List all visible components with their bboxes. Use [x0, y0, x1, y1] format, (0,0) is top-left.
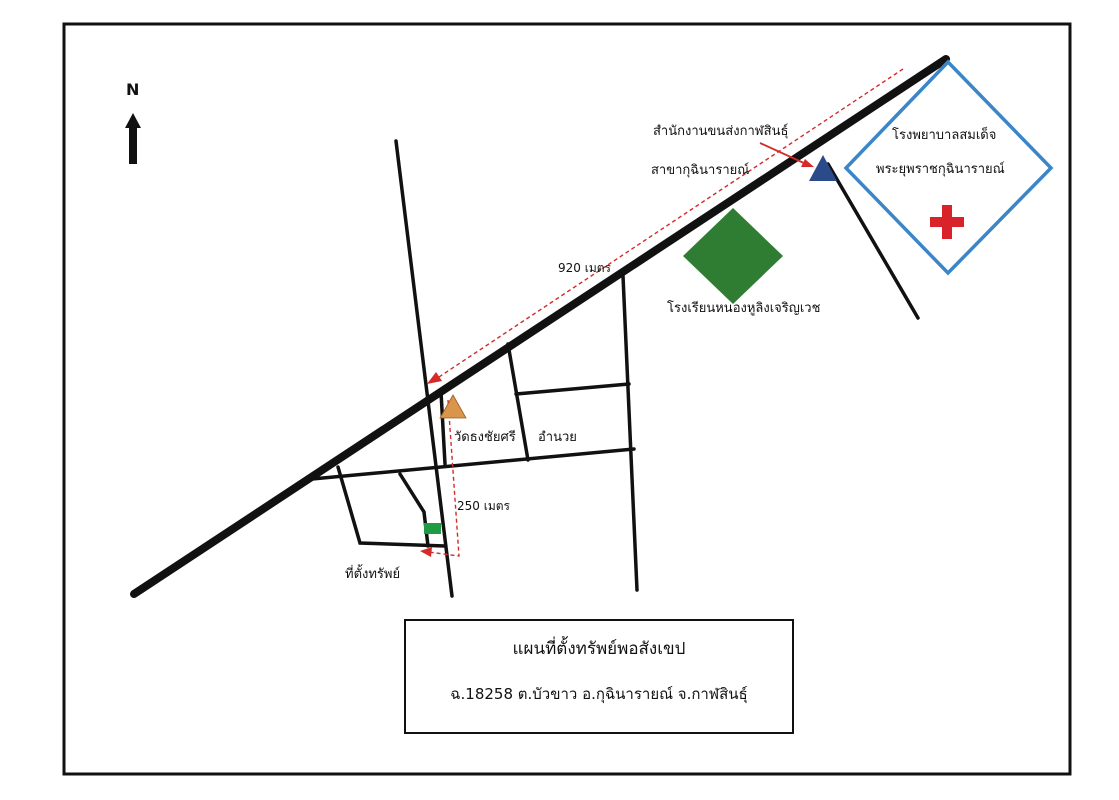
cross-icon: [930, 205, 964, 239]
property-label: ที่ตั้งทรัพย์: [345, 564, 400, 582]
hospital-diamond-outline: [843, 59, 1054, 276]
main-highway: [130, 55, 950, 598]
property-marker: [424, 523, 441, 534]
legend-box: แผนที่ตั้งทรัพย์พอสังเขป ฉ.18258 ต.บัวขา…: [404, 619, 794, 734]
local-roads: [310, 139, 920, 598]
north-arrow-icon: [125, 113, 141, 164]
hospital-marker: [843, 59, 1054, 276]
transport-office-label-line2: สาขากุฉินารายณ์: [651, 162, 749, 178]
temple-triangle-icon: [439, 394, 467, 419]
triangle-icon: [809, 155, 837, 181]
distance-side-label: 250 เมตร: [457, 499, 511, 513]
map-frame: [62, 22, 1072, 776]
legend-subtitle: ฉ.18258 ต.บัวขาว อ.กุฉินารายณ์ จ.กาฬสินธ…: [450, 685, 748, 703]
legend-title: แผนที่ตั้งทรัพย์พอสังเขป: [512, 639, 686, 659]
diamond-icon: [683, 208, 783, 304]
distance-main-label: 920 เมตร: [558, 261, 612, 275]
pointer-arrow: [759, 142, 814, 167]
amnuai-label: อำนวย: [538, 430, 577, 445]
temple-label: วัดธงชัยศรี: [454, 429, 516, 445]
hospital-label-line2: พระยุพราชกุฉินารายณ์: [876, 161, 1005, 177]
school-label: โรงเรียนหนองหูลิงเจริญเวช: [667, 300, 821, 316]
hospital-label-line1: โรงพยาบาลสมเด็จ: [892, 125, 996, 143]
transport-office-label-line1: สำนักงานขนส่งกาฬสินธุ์: [653, 123, 788, 139]
route-side-dashed: [420, 399, 460, 557]
route-main-dashed: [427, 68, 904, 384]
north-label: N: [126, 80, 139, 99]
